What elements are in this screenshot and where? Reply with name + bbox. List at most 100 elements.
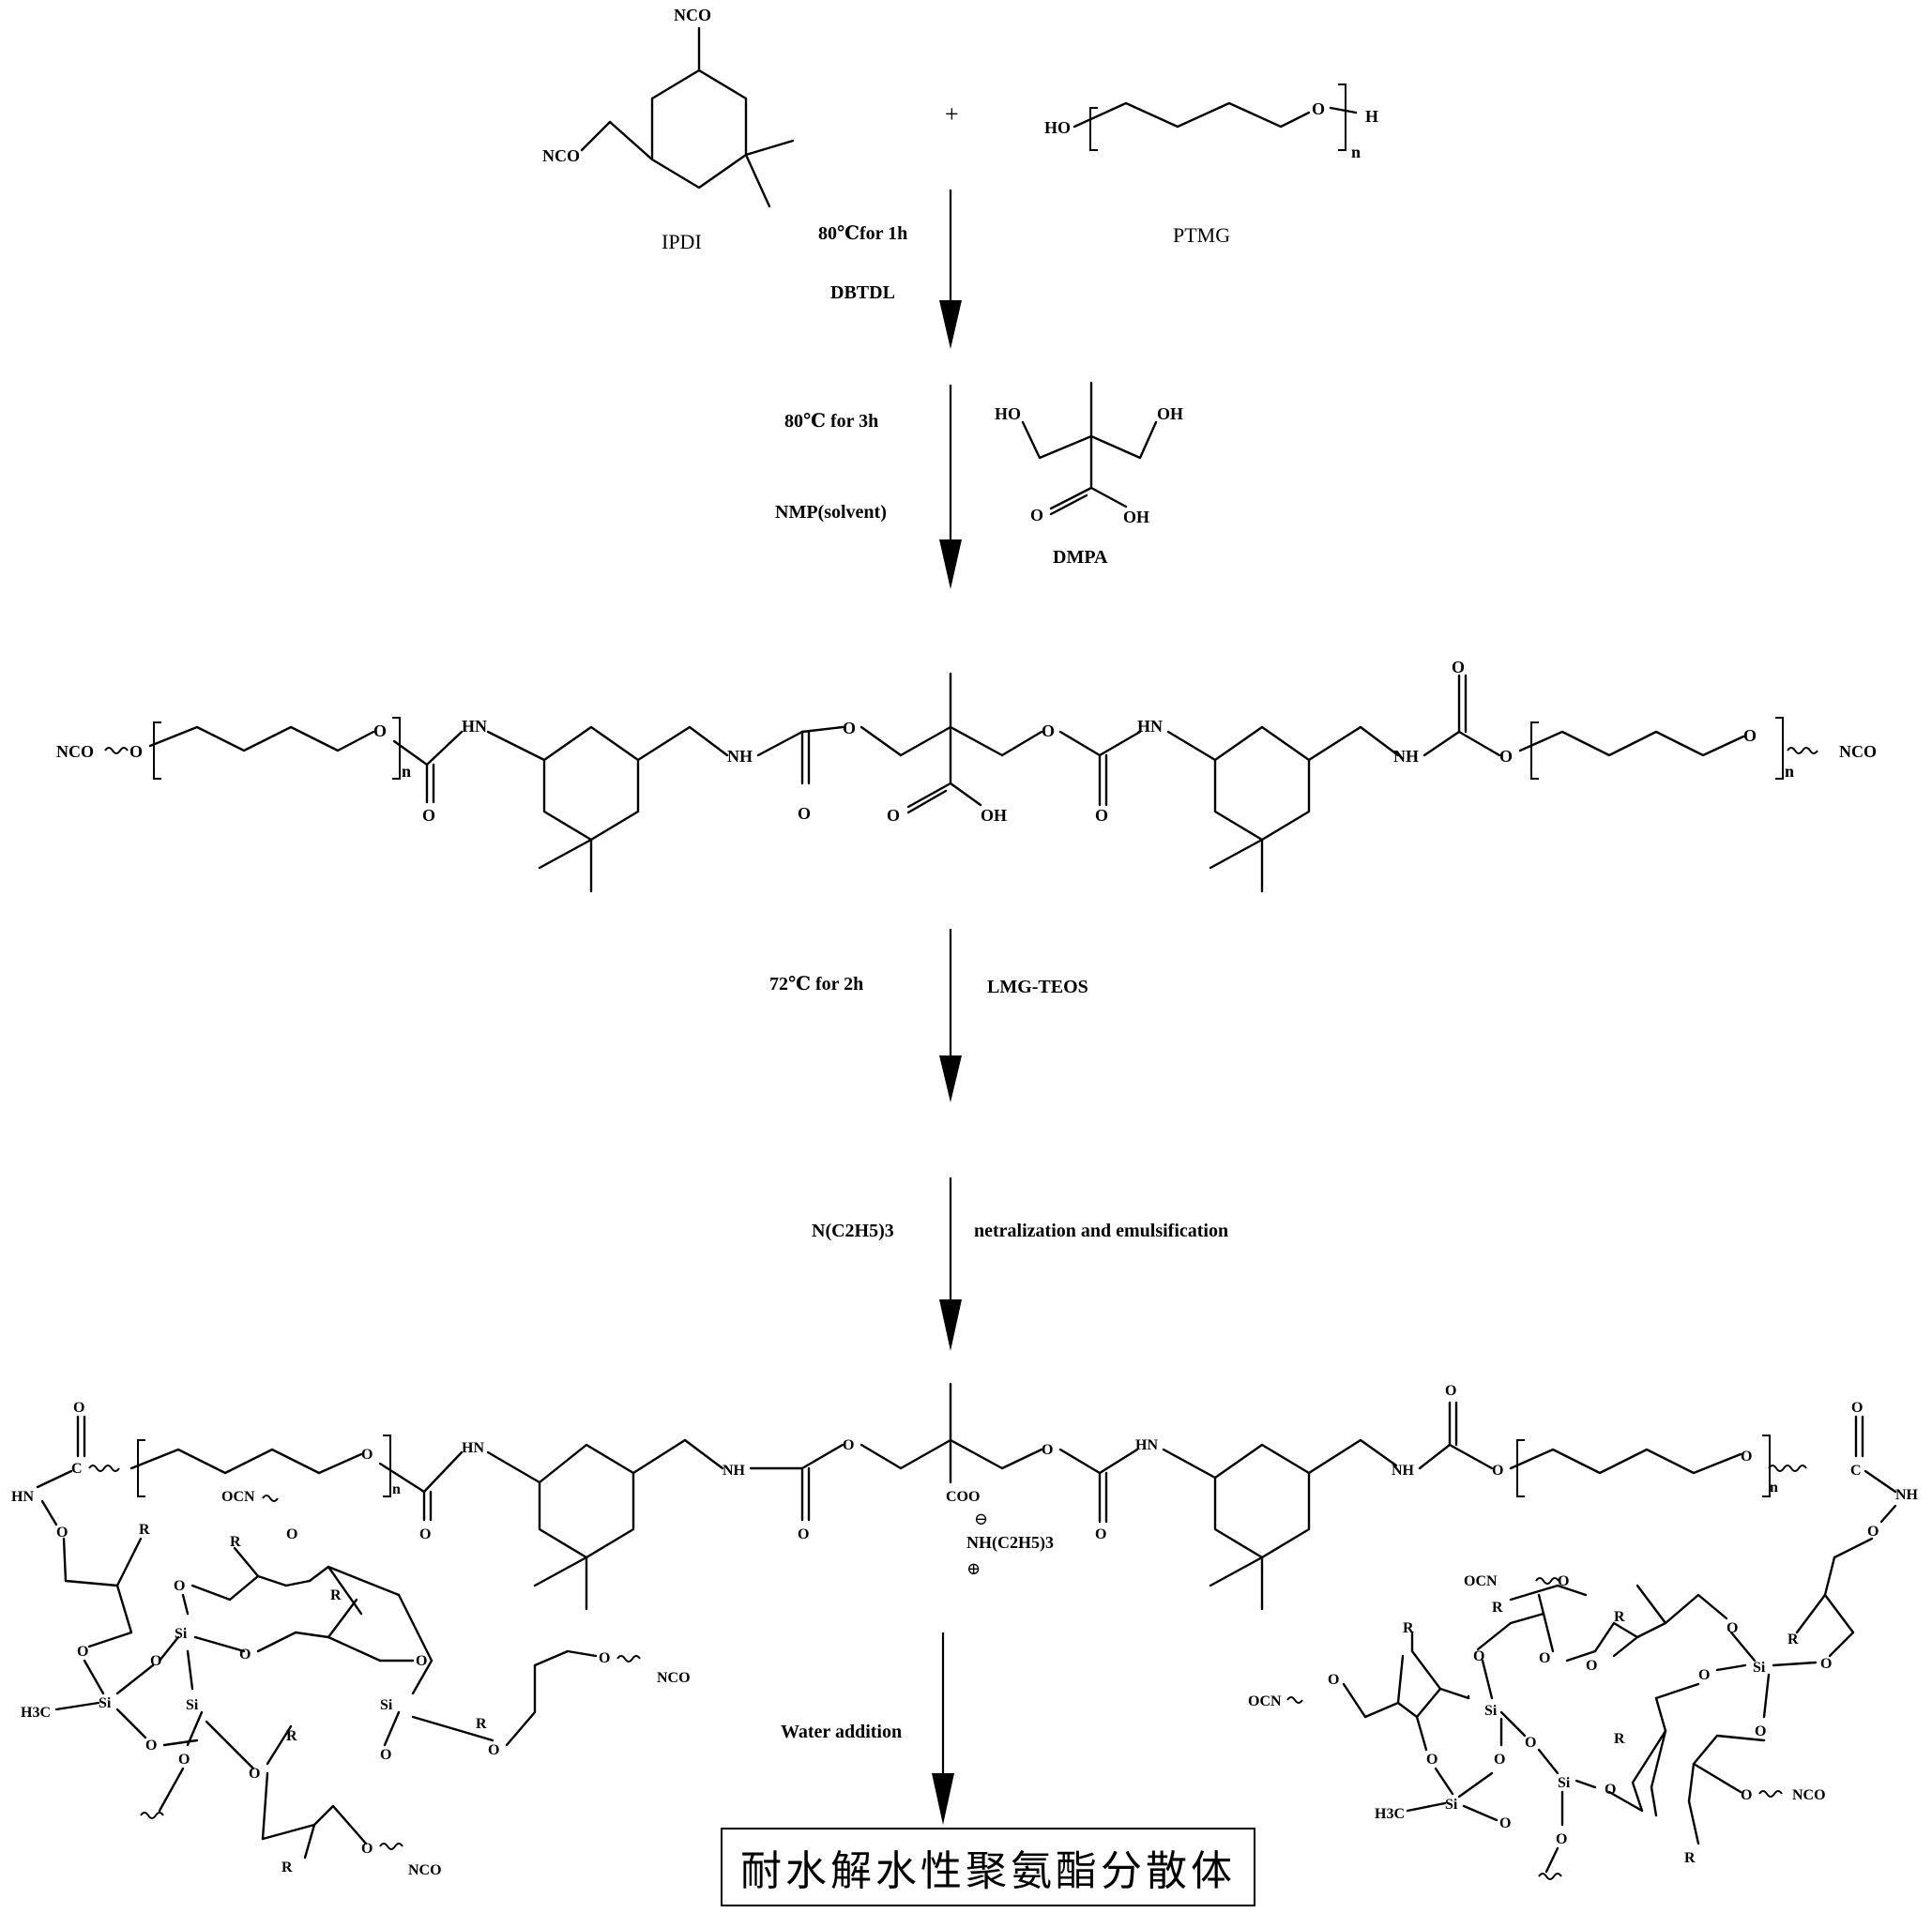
- fin-o-1: O: [361, 1447, 373, 1463]
- r-si-1: Si: [1753, 1660, 1766, 1676]
- l-ocn-1: OCN: [221, 1489, 255, 1505]
- r-r-5: R: [1403, 1620, 1414, 1636]
- l-o-9: O: [249, 1766, 260, 1782]
- int-o-4: O: [798, 804, 811, 823]
- l-r-6: R: [476, 1716, 487, 1732]
- fin-n-right: n: [1770, 1480, 1778, 1495]
- l-si-2: Si: [175, 1626, 188, 1642]
- step4-process: netralization and emulsification: [974, 1221, 1228, 1241]
- int-o-5: O: [843, 719, 856, 737]
- l-o-12: O: [488, 1742, 499, 1758]
- r-o-15: O: [1558, 1573, 1569, 1589]
- l-nco-2: NCO: [657, 1670, 691, 1686]
- r-si-2: Si: [1558, 1775, 1571, 1791]
- r-nco-1: NCO: [1792, 1787, 1826, 1803]
- ptmg-label: PTMG: [1173, 223, 1230, 247]
- r-ocn-2: OCN: [1248, 1693, 1282, 1709]
- int-o-8: O: [1452, 658, 1465, 676]
- fin-c-right: C: [1850, 1463, 1862, 1479]
- r-o-12: O: [1426, 1752, 1438, 1768]
- r-si-3: Si: [1484, 1703, 1498, 1719]
- ipdi-structure: NCO NCO IPDI: [542, 6, 795, 253]
- int-nh-right: NH: [1393, 747, 1419, 766]
- r-si-4: Si: [1445, 1797, 1458, 1813]
- fin-o-3: O: [798, 1526, 809, 1542]
- int-n-left: n: [402, 762, 411, 781]
- dmpa-oh-acid: OH: [1123, 508, 1149, 526]
- r-ocn-1: OCN: [1464, 1573, 1498, 1589]
- int-o-9: O: [1499, 747, 1513, 766]
- step2-arrow: [939, 385, 962, 589]
- ptmg-h: H: [1365, 107, 1378, 126]
- right-siloxane-network: R O Si O O O R O R O NCO R O Si: [1248, 1537, 1874, 1880]
- r-r-6: R: [1492, 1600, 1503, 1616]
- r-o-10: O: [1494, 1752, 1505, 1768]
- ipdi-nco-top: NCO: [674, 6, 711, 24]
- fin-c-left: C: [71, 1461, 83, 1477]
- r-o-13: O: [1473, 1648, 1484, 1664]
- dmpa-o: O: [1030, 506, 1043, 524]
- final-backbone: O C HN O O n O HN NH O O: [11, 1382, 1919, 1611]
- ptmg-o: O: [1312, 99, 1325, 118]
- int-nh-left: NH: [727, 747, 753, 766]
- l-o-5: O: [286, 1526, 297, 1542]
- fin-o-4: O: [843, 1437, 854, 1453]
- fin-o-6: O: [1095, 1526, 1106, 1542]
- fin-hn-left: HN: [11, 1489, 34, 1505]
- fin-o-7: O: [1445, 1383, 1456, 1399]
- l-o-13: O: [599, 1650, 610, 1666]
- r-o-5: O: [1586, 1658, 1597, 1674]
- l-si-1: Si: [99, 1695, 112, 1711]
- int-n-right: n: [1785, 762, 1794, 781]
- l-r-5: R: [281, 1860, 293, 1875]
- l-o-10: O: [361, 1841, 373, 1857]
- left-siloxane-network: R O Si H3C O O Si O R O OCN O R O: [21, 1489, 691, 1878]
- r-o-16: O: [1328, 1672, 1339, 1688]
- r-o-1: O: [1820, 1656, 1832, 1672]
- r-r-4: R: [1614, 1731, 1625, 1747]
- step3-temp: 72℃ for 2h: [769, 974, 863, 994]
- fin-nh-2: NH: [1392, 1463, 1415, 1479]
- step4-arrow: [939, 1177, 962, 1351]
- l-o-8: O: [178, 1752, 190, 1768]
- fin-o-tr: O: [1851, 1400, 1863, 1416]
- l-r-1: R: [139, 1522, 150, 1538]
- intermediate-structure: NCO O O n O HN NH O O O OH: [56, 658, 1877, 893]
- l-si-3: Si: [186, 1697, 199, 1713]
- int-o-6: O: [1042, 721, 1055, 740]
- l-nco-1: NCO: [408, 1862, 442, 1878]
- int-o-acid: O: [887, 806, 900, 825]
- ipdi-label: IPDI: [662, 230, 702, 253]
- r-o-8: O: [1556, 1831, 1567, 1847]
- ptmg-structure: HO O H n PTMG: [1044, 84, 1378, 247]
- step1-catalyst: DBTDL: [830, 282, 895, 303]
- r-r-3: R: [1684, 1850, 1696, 1866]
- product-box: 耐水解水性聚氨酯分散体: [721, 1828, 1255, 1906]
- r-h3c: H3C: [1375, 1806, 1405, 1822]
- fin-o-right-chain: O: [1867, 1524, 1879, 1540]
- int-o-3: O: [422, 806, 435, 825]
- step5-arrow: [932, 1632, 954, 1825]
- step5-process: Water addition: [781, 1722, 902, 1742]
- r-o-7: O: [1605, 1782, 1616, 1798]
- int-hn-right: HN: [1137, 717, 1163, 736]
- fin-hn-1: HN: [462, 1440, 484, 1456]
- l-r-3: R: [330, 1587, 342, 1603]
- dmpa-structure: HO OH O OH DMPA: [995, 381, 1183, 568]
- dmpa-label: DMPA: [1053, 547, 1108, 568]
- l-r-4: R: [286, 1728, 297, 1744]
- fin-nh-right-end: NH: [1895, 1487, 1919, 1503]
- plus-sign: +: [945, 100, 959, 128]
- fin-n-left: n: [392, 1481, 401, 1497]
- r-o-4: O: [1727, 1620, 1738, 1636]
- fin-o-9: O: [1741, 1449, 1752, 1465]
- l-h3c-1: H3C: [21, 1705, 51, 1721]
- fin-coo: COO: [946, 1489, 980, 1505]
- r-o-6: O: [1741, 1787, 1752, 1803]
- l-o-2: O: [150, 1653, 161, 1669]
- r-o-9: O: [1525, 1735, 1536, 1751]
- int-o-10: O: [1743, 726, 1757, 745]
- r-r-2: R: [1614, 1609, 1625, 1625]
- fin-o-5: O: [1042, 1442, 1053, 1458]
- l-o-4: O: [174, 1578, 185, 1594]
